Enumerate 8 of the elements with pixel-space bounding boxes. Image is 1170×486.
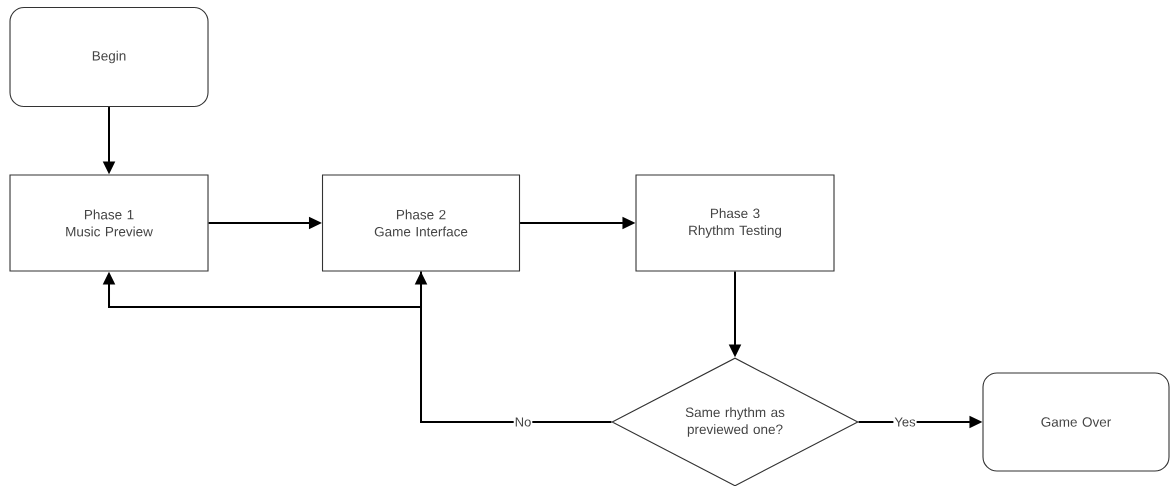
process-box: Phase 1 Music Preview [9, 174, 209, 272]
process-box: Phase 2 Game Interface [321, 174, 521, 272]
edge-label: No [513, 416, 533, 428]
edge-label: Yes [893, 416, 917, 428]
terminal-box: Begin [9, 6, 209, 108]
arrow [102, 270, 422, 308]
process-box: Phase 3 Rhythm Testing [635, 174, 835, 272]
terminal-box: Game Over [982, 372, 1170, 472]
